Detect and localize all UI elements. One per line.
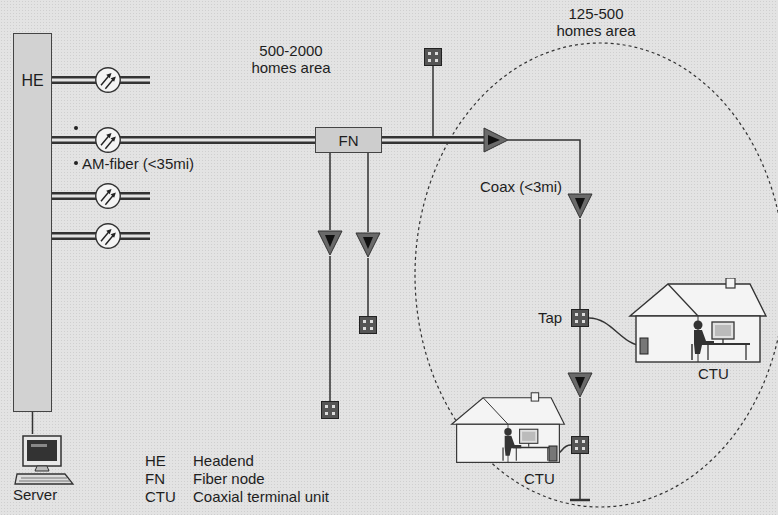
drawing-path: [579, 219, 581, 309]
node-label: HE: [21, 72, 43, 90]
part-label: CTU: [698, 365, 729, 382]
drawing-line: [21, 478, 67, 479]
node-label: Server: [13, 486, 57, 503]
amplifier: [356, 233, 380, 257]
server-computer: Server: [13, 434, 93, 503]
drawing-path: [35, 466, 49, 471]
amplifier: [568, 194, 592, 218]
amplifier: [568, 373, 592, 397]
legend-meaning: Coaxial terminal unit: [193, 488, 329, 505]
link-label: AM-fiber (<35mi): [82, 155, 194, 172]
ctu-box: [640, 338, 648, 354]
service-area-outline: [415, 43, 778, 507]
drawing-path: [579, 454, 581, 500]
drawing-line: [19, 481, 70, 482]
optical-transmitter: [96, 68, 121, 93]
headend-box: HE: [13, 33, 52, 412]
legend-abbreviation: FN: [145, 470, 165, 487]
house: [630, 278, 766, 362]
drawing-path: [432, 66, 434, 136]
drawing-path: [579, 398, 581, 436]
tap: [360, 317, 377, 334]
optical-transmitter: [96, 224, 121, 249]
drawing-path: [329, 153, 331, 401]
fiber-node-box: FN: [315, 127, 382, 153]
drawing-path: [570, 499, 590, 502]
legend-abbreviation: CTU: [145, 488, 176, 505]
link-label: Coax (<3mi): [480, 178, 562, 195]
optical-transmitter: [96, 128, 121, 153]
link-line: [52, 139, 315, 142]
amplifier: [318, 231, 342, 255]
computer-icon: [13, 434, 77, 486]
area-label: 125-500 homes area: [553, 5, 639, 39]
house: [452, 393, 565, 463]
legend-meaning: Fiber node: [193, 470, 265, 487]
part-label: Tap: [538, 309, 562, 326]
tap: [572, 310, 589, 327]
drawing-path: [579, 327, 581, 372]
fiber-out: [382, 140, 484, 141]
tap: [425, 49, 442, 66]
tap: [572, 437, 589, 454]
link-line: [32, 412, 34, 434]
drawing-rect: [23, 436, 61, 466]
drawing-rect: [27, 440, 57, 461]
bullet-dot: [74, 161, 78, 165]
legend-abbreviation: HE: [145, 452, 166, 469]
cable-link: [32, 412, 33, 434]
tap: [322, 402, 339, 419]
legend-meaning: Headend: [193, 452, 254, 469]
drawing-line: [382, 136, 484, 144]
link-line: [52, 136, 315, 144]
node-label: FN: [339, 132, 359, 149]
area-label: 500-2000 homes area: [248, 42, 334, 76]
amplifier: [484, 128, 508, 152]
drawing-line: [382, 139, 484, 142]
part-label: CTU: [524, 470, 555, 487]
drawing-path: [15, 474, 73, 484]
optical-transmitter: [96, 184, 121, 209]
drawing-rect: [31, 444, 47, 447]
bullet-dot: [74, 126, 78, 130]
fiber-link: [52, 140, 315, 141]
ctu-box: [549, 446, 557, 461]
